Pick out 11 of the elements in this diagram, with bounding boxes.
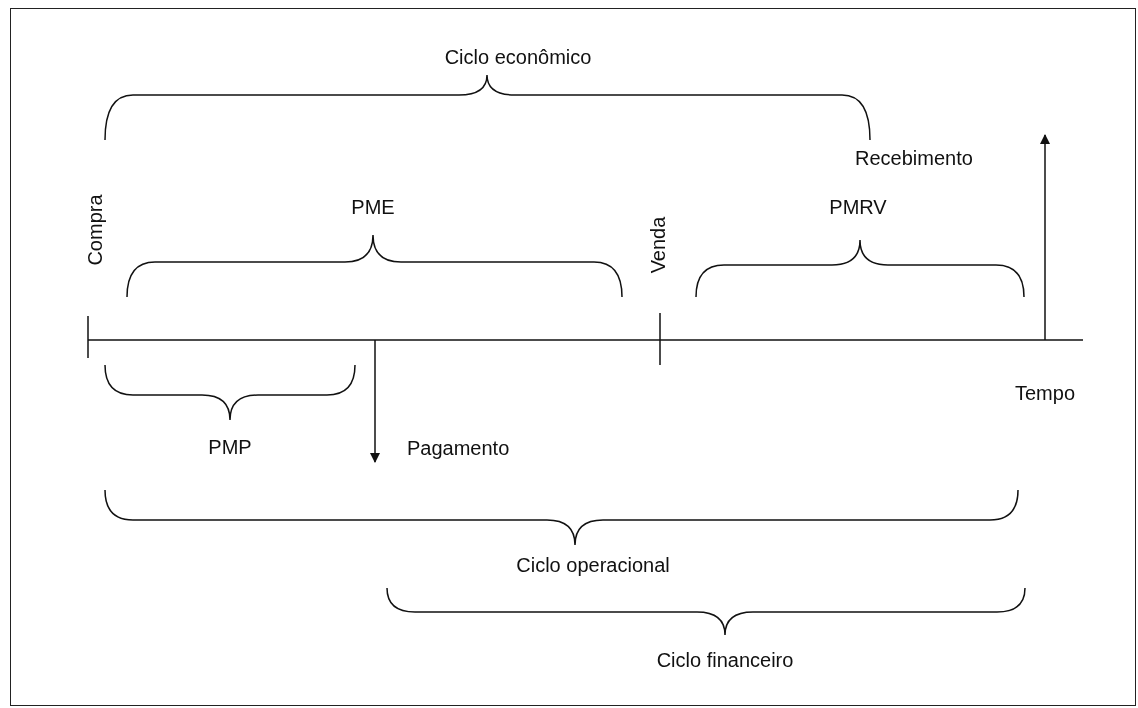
event-label: Compra [83, 194, 107, 266]
period-label: Recebimento [855, 146, 973, 170]
period-label: Ciclo econômico [444, 45, 592, 69]
period-label: Tempo [1015, 381, 1075, 405]
period-label: PMRV [829, 195, 887, 219]
period-label: PMP [208, 435, 252, 459]
period-label: Ciclo financeiro [656, 648, 794, 672]
period-label: PME [351, 195, 395, 219]
period-label: Pagamento [407, 436, 510, 460]
event-label: Venda [646, 216, 670, 274]
period-label: Ciclo operacional [516, 553, 670, 577]
